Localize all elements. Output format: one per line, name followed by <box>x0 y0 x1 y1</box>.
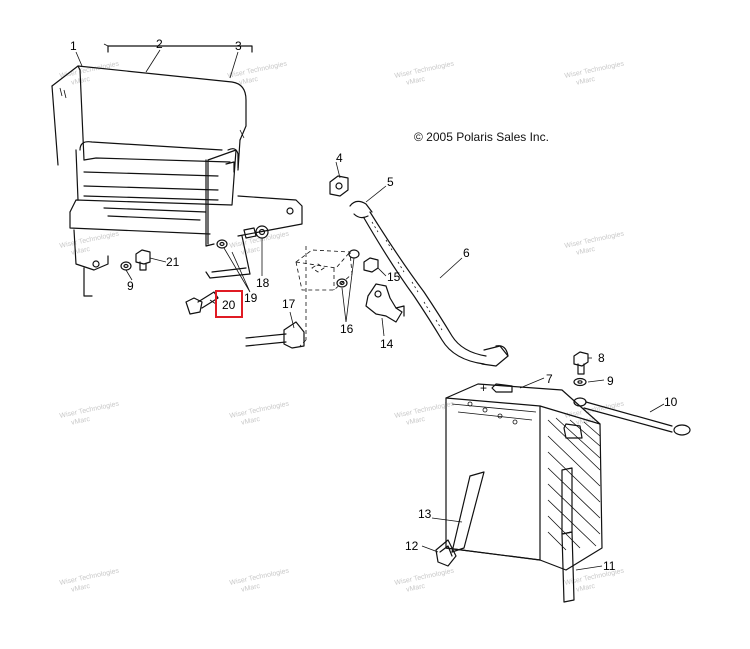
svg-text:vMarc: vMarc <box>241 246 262 257</box>
svg-text:vMarc: vMarc <box>576 76 597 87</box>
callout-10[interactable]: 10 <box>664 395 678 409</box>
nut-15[interactable] <box>363 257 379 273</box>
svg-text:vMarc: vMarc <box>406 76 427 87</box>
positive-cable[interactable] <box>349 200 509 367</box>
washer-9-right[interactable] <box>573 377 587 387</box>
svg-text:Wiser Technologies: Wiser Technologies <box>229 567 290 587</box>
callout-18[interactable]: 18 <box>256 276 270 290</box>
callout-6[interactable]: 6 <box>463 246 470 260</box>
svg-text:Wiser Technologies: Wiser Technologies <box>564 60 625 80</box>
callout-3[interactable]: 3 <box>235 39 242 53</box>
svg-text:vMarc: vMarc <box>576 246 597 257</box>
svg-text:Wiser Technologies: Wiser Technologies <box>564 230 625 250</box>
svg-text:vMarc: vMarc <box>241 416 262 427</box>
svg-text:Wiser Technologies: Wiser Technologies <box>229 400 290 420</box>
svg-text:vMarc: vMarc <box>239 76 260 87</box>
svg-text:Wiser Technologies: Wiser Technologies <box>59 230 120 250</box>
callout-16[interactable]: 16 <box>340 322 354 336</box>
bolt-8[interactable] <box>573 351 589 375</box>
bracket-14[interactable] <box>365 283 405 323</box>
svg-text:Wiser Technologies: Wiser Technologies <box>59 567 120 587</box>
callout-19[interactable]: 19 <box>244 291 258 305</box>
hold-down-strap[interactable] <box>435 471 485 567</box>
callout-4[interactable]: 4 <box>336 151 343 165</box>
washer-9-left[interactable] <box>120 261 132 271</box>
washers-16[interactable] <box>336 249 360 288</box>
callout-14[interactable]: 14 <box>380 337 394 351</box>
svg-text:Wiser Technologies: Wiser Technologies <box>394 567 455 587</box>
svg-text:Wiser Technologies: Wiser Technologies <box>227 60 288 80</box>
svg-text:Wiser Technologies: Wiser Technologies <box>59 400 120 420</box>
callout-2[interactable]: 2 <box>156 37 163 51</box>
battery-tray[interactable] <box>69 141 303 297</box>
svg-text:vMarc: vMarc <box>241 583 262 594</box>
svg-text:Wiser Technologies: Wiser Technologies <box>59 60 120 80</box>
callout-9-right[interactable]: 9 <box>607 374 614 388</box>
bolt-20[interactable] <box>185 291 219 315</box>
callout-8[interactable]: 8 <box>598 351 605 365</box>
callout-20-selected[interactable]: 20 <box>215 290 243 318</box>
screw-21[interactable] <box>135 249 151 271</box>
washer-19[interactable] <box>216 239 228 249</box>
callout-9-left[interactable]: 9 <box>127 279 134 293</box>
callout-1[interactable]: 1 <box>70 39 77 53</box>
svg-text:vMarc: vMarc <box>71 583 92 594</box>
svg-text:vMarc: vMarc <box>71 416 92 427</box>
svg-text:+: + <box>480 381 487 395</box>
svg-text:vMarc: vMarc <box>576 416 597 427</box>
callout-17[interactable]: 17 <box>282 297 296 311</box>
callout-13[interactable]: 13 <box>418 507 432 521</box>
copyright-text: © 2005 Polaris Sales Inc. <box>414 130 549 144</box>
svg-text:Wiser Technologies: Wiser Technologies <box>394 60 455 80</box>
negative-cable-10[interactable] <box>573 397 691 436</box>
callout-7[interactable]: 7 <box>546 372 553 386</box>
callouts: 1 2 3 4 5 6 7 8 9 9 10 11 12 13 14 15 16… <box>70 37 678 573</box>
battery-box-cover[interactable] <box>51 45 253 171</box>
callout-20[interactable]: 20 <box>222 298 236 312</box>
svg-text:vMarc: vMarc <box>576 583 597 594</box>
nut-4[interactable] <box>329 175 349 197</box>
connector-17[interactable] <box>245 321 305 349</box>
callout-11[interactable]: 11 <box>603 559 616 573</box>
callout-5[interactable]: 5 <box>387 175 394 189</box>
leader-lines <box>75 43 665 571</box>
svg-text:vMarc: vMarc <box>406 583 427 594</box>
callout-21[interactable]: 21 <box>166 255 180 269</box>
callout-15[interactable]: 15 <box>387 270 401 284</box>
callout-12[interactable]: 12 <box>405 539 419 553</box>
svg-text:vMarc: vMarc <box>71 246 92 257</box>
svg-text:vMarc: vMarc <box>406 416 427 427</box>
battery-7[interactable]: + <box>445 381 603 571</box>
strap-11[interactable] <box>561 531 575 603</box>
selection-box <box>215 290 243 318</box>
